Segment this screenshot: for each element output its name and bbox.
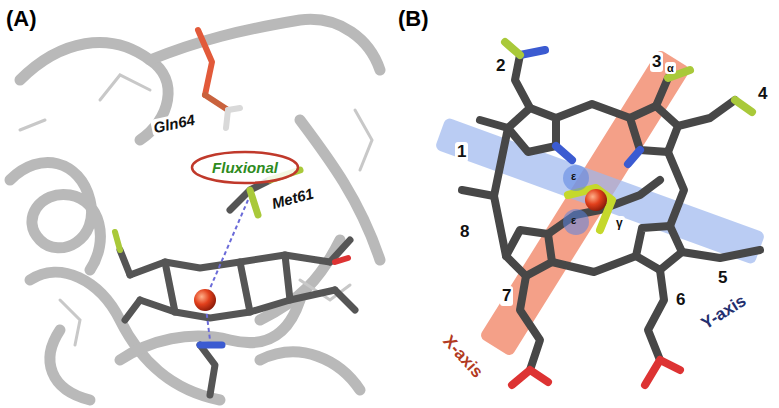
panel-letter: (A): [6, 6, 37, 32]
position-number: 1: [455, 142, 468, 162]
axis-label: Y-axis: [696, 290, 752, 335]
position-number: 5: [716, 268, 729, 288]
residue-label: Met61: [268, 184, 317, 212]
position-subscript: α: [665, 62, 676, 74]
atom-label: ε: [571, 214, 576, 226]
panel-letter: (B): [398, 6, 429, 32]
atom-label: ε: [571, 170, 576, 182]
position-number: 8: [458, 222, 471, 242]
axis-label: X-axis: [437, 330, 488, 384]
position-number: 2: [494, 56, 507, 76]
highlight-ellipse: Fluxional: [190, 150, 300, 185]
atom-label: γ: [614, 216, 625, 230]
node-text: Fluxional: [212, 159, 278, 176]
position-number: 4: [756, 84, 769, 104]
position-number: 6: [674, 290, 687, 310]
position-number: 7: [500, 286, 513, 306]
position-number: 3: [650, 52, 663, 72]
